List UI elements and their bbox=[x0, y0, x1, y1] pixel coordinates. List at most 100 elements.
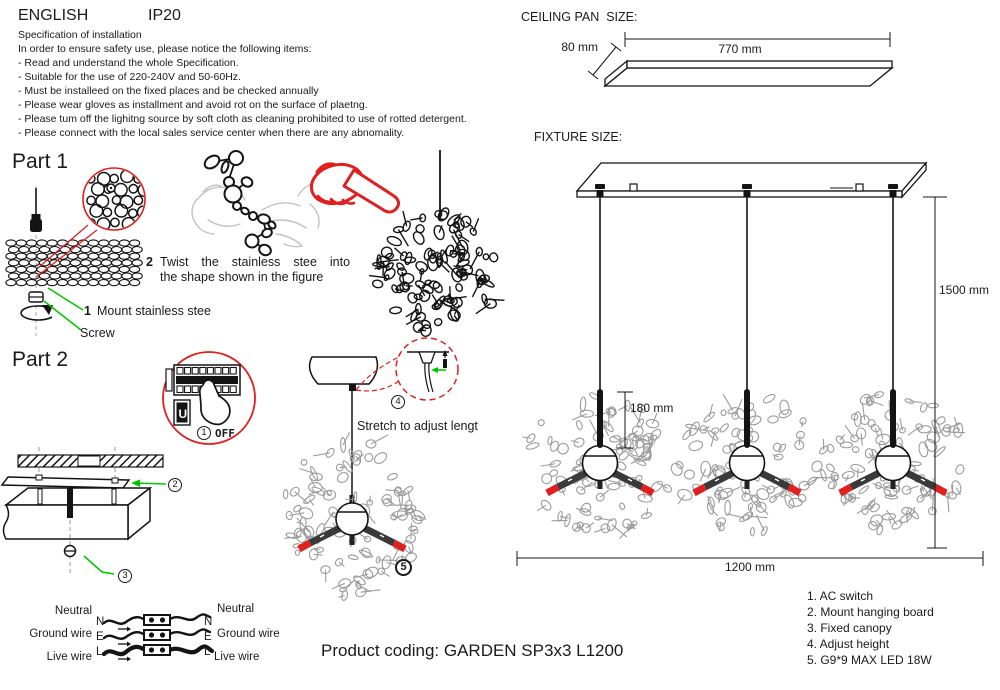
hands-twisting-drawing bbox=[191, 150, 320, 257]
line-art-shape bbox=[710, 508, 719, 517]
fixture-title: FIXTURE SIZE: bbox=[534, 130, 623, 144]
line-art-shape bbox=[315, 523, 325, 536]
line-art-shape bbox=[191, 199, 215, 235]
pressing-finger bbox=[198, 379, 231, 426]
line-art-shape bbox=[743, 190, 751, 197]
line-art-shape bbox=[642, 446, 652, 461]
line-art-shape bbox=[933, 446, 946, 458]
line-art-shape bbox=[380, 246, 393, 259]
line-art-shape bbox=[906, 485, 919, 491]
line-art-shape bbox=[432, 281, 443, 294]
line-art-shape bbox=[15, 239, 27, 247]
line-art-shape bbox=[955, 464, 965, 475]
line-art-shape bbox=[300, 458, 308, 466]
line-art-shape bbox=[399, 272, 415, 285]
line-art-shape bbox=[761, 484, 772, 491]
line-art-shape bbox=[699, 425, 708, 434]
line-art-shape bbox=[573, 437, 585, 448]
wire-label-neutral-right: Neutral bbox=[217, 603, 255, 615]
leader-step1 bbox=[47, 287, 84, 311]
part1-mount-diagram bbox=[5, 167, 146, 336]
line-art-shape bbox=[80, 245, 92, 254]
line-art-shape bbox=[37, 488, 43, 505]
ceiling-pan-title: CEILING PAN SIZE: bbox=[521, 10, 638, 24]
line-art-shape bbox=[779, 399, 790, 416]
line-art-shape bbox=[545, 483, 560, 497]
line-art-shape bbox=[799, 417, 807, 425]
line-art-shape bbox=[360, 589, 381, 593]
line-art-shape bbox=[59, 272, 71, 280]
line-art-shape bbox=[603, 421, 614, 433]
line-art-shape bbox=[313, 452, 331, 457]
line-art-shape bbox=[25, 239, 38, 247]
line-art-shape bbox=[342, 431, 351, 446]
line-art-shape bbox=[706, 495, 712, 503]
line-art-shape bbox=[931, 419, 941, 434]
line-art-shape bbox=[366, 499, 374, 506]
line-art-shape bbox=[358, 549, 374, 558]
line-art-shape bbox=[720, 409, 727, 417]
line-art-shape bbox=[469, 227, 477, 236]
line-art-shape bbox=[206, 366, 214, 375]
line-art-shape bbox=[469, 251, 480, 270]
leader-screw bbox=[43, 300, 82, 331]
thumb bbox=[315, 162, 338, 174]
line-art-shape bbox=[419, 268, 425, 275]
line-art-shape bbox=[308, 523, 344, 547]
line-art-shape bbox=[297, 539, 312, 553]
wire-l-left bbox=[101, 644, 148, 657]
line-art-shape bbox=[951, 484, 954, 496]
line-art-shape bbox=[419, 213, 427, 223]
line-art-shape bbox=[811, 460, 823, 473]
line-art-shape bbox=[881, 513, 897, 521]
off-label: OFF bbox=[215, 427, 235, 440]
callout-1: 1 bbox=[197, 426, 211, 440]
line-art-shape bbox=[850, 413, 859, 421]
line-art-shape bbox=[915, 423, 924, 431]
line-art-shape bbox=[214, 366, 222, 375]
depth-dim-line bbox=[592, 46, 617, 76]
canopy bbox=[308, 356, 379, 385]
pendant-core bbox=[297, 502, 407, 553]
wire-e-right bbox=[168, 628, 212, 637]
line-art-shape bbox=[240, 206, 250, 216]
cord-grip bbox=[349, 384, 356, 391]
line-art-shape bbox=[108, 278, 120, 287]
line-art-shape bbox=[692, 483, 707, 497]
line-art-shape bbox=[315, 546, 325, 553]
line-art-shape bbox=[863, 394, 880, 399]
line-art-shape bbox=[410, 309, 419, 322]
line-art-shape bbox=[600, 523, 611, 534]
line-art-shape bbox=[576, 420, 583, 431]
line-art-shape bbox=[308, 490, 319, 496]
callout-3: 3 bbox=[118, 569, 132, 583]
line-art-shape bbox=[405, 534, 417, 544]
line-art-shape bbox=[298, 507, 314, 520]
stretch-label: Stretch to adjust lengt bbox=[357, 419, 478, 433]
line-art-shape bbox=[557, 510, 563, 522]
adjust-height-diagram bbox=[282, 337, 459, 601]
line-art-shape bbox=[77, 265, 89, 274]
line-art-shape bbox=[924, 438, 938, 452]
line-art-shape bbox=[364, 453, 374, 463]
line-art-shape bbox=[622, 518, 632, 529]
line-art-shape bbox=[860, 433, 863, 446]
line-art-shape bbox=[35, 474, 43, 481]
line-art-shape bbox=[564, 513, 571, 528]
wire-e-left bbox=[102, 631, 147, 640]
line-art-shape bbox=[340, 437, 347, 453]
line-art-shape bbox=[438, 247, 448, 261]
pointing-hand-icon bbox=[309, 162, 401, 214]
line-art-shape bbox=[579, 507, 592, 516]
ceiling-mount-diagram bbox=[0, 447, 167, 576]
pan-front bbox=[626, 60, 893, 69]
line-art-shape bbox=[451, 235, 461, 251]
line-art-shape bbox=[611, 524, 628, 538]
line-art-shape bbox=[137, 183, 144, 198]
line-art-shape bbox=[7, 245, 20, 254]
line-art-shape bbox=[293, 504, 302, 513]
canopy-front bbox=[2, 504, 129, 540]
line-art-shape bbox=[618, 451, 629, 461]
line-art-shape bbox=[18, 272, 30, 280]
line-art-shape bbox=[396, 262, 405, 271]
